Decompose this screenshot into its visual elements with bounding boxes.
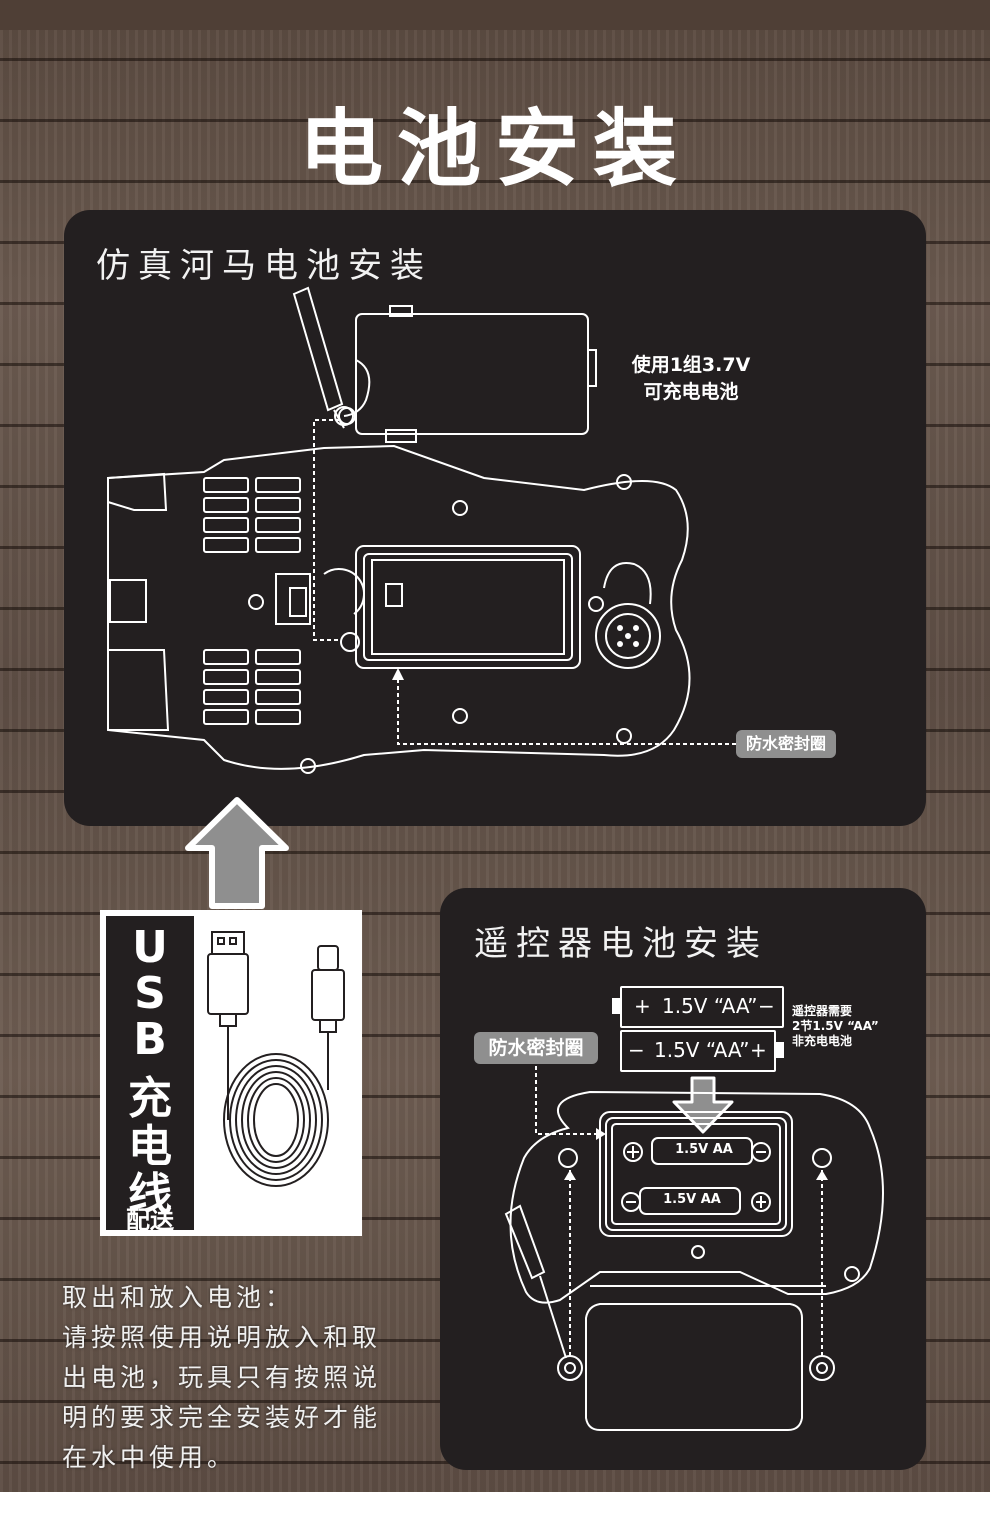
battery-2-terminal [776, 1042, 784, 1058]
usb-cable-box: U S B 充 电 线 配送 [100, 910, 362, 1236]
remote-note-line3: 非充电电池 [792, 1034, 853, 1048]
remote-seal-tag: 防水密封圈 [474, 1032, 598, 1064]
hippo-diagram [107, 286, 736, 774]
remote-panel-title: 遥控器电池安装 [474, 924, 768, 964]
instruction-line: 请按照使用说明放入和取 [62, 1323, 382, 1352]
seal-tag: 防水密封圈 [736, 730, 836, 758]
aa-battery-2: − 1.5V “AA” + [620, 1030, 784, 1072]
battery-note: 使用1组3.7V 可充电电池 [616, 352, 766, 406]
remote-note-line1: 遥控器需要 [792, 1004, 853, 1018]
aa-battery-1: + 1.5V “AA” − [612, 986, 784, 1028]
battery-1-terminal [612, 998, 620, 1014]
hippo-body-outline [107, 406, 691, 774]
instruction-line: 出电池，玩具只有按照说 [62, 1363, 382, 1392]
usb-char-dian: 电 [128, 1121, 172, 1172]
cell-1-label: 1.5V AA [675, 1142, 733, 1157]
remote-note-line2: 2节1.5V “AA” [792, 1019, 879, 1033]
usb-label-column: U S B 充 电 线 配送 [106, 916, 194, 1234]
usb-char-chong: 充 [128, 1073, 172, 1124]
hippo-battery-panel: 仿真河马电池安装 使用1组3.7V 可充电电池 防水密封圈 [64, 210, 926, 826]
usb-sub-label: 配送 [126, 1206, 174, 1234]
battery-1-plus: + [634, 994, 651, 1018]
battery-instructions: 取出和放入电池： 请按照使用说明放入和取 出电池，玩具只有按照说 明的要求完全安… [62, 1278, 422, 1478]
instruction-line: 在水中使用。 [62, 1443, 237, 1472]
battery-pack-drawing [343, 305, 597, 443]
battery-2-label: 1.5V “AA” [654, 1038, 750, 1062]
arrow-up-icon [185, 797, 289, 909]
usb-letter-u: U [132, 922, 168, 973]
usb-char-xian: 线 [128, 1169, 172, 1220]
battery-2-minus: − [628, 1038, 645, 1062]
hippo-panel-title: 仿真河马电池安装 [96, 246, 432, 286]
usb-letter-s: S [134, 968, 166, 1019]
battery-1-label: 1.5V “AA” [662, 994, 758, 1018]
page-title: 电池安装 [298, 100, 691, 198]
instruction-line: 取出和放入电池： [62, 1283, 295, 1312]
remote-screwdriver-icon [504, 1204, 567, 1359]
top-bar [0, 0, 990, 30]
usb-cable-icon [207, 931, 345, 1187]
remote-diagram [504, 1066, 884, 1431]
battery-note-line2: 可充电电池 [643, 381, 739, 403]
usb-letter-b: B [133, 1014, 167, 1065]
battery-note-line1: 使用1组3.7V [631, 354, 751, 376]
bottom-strip [0, 1492, 990, 1533]
cell-2-label: 1.5V AA [663, 1192, 721, 1207]
remote-battery-note: 遥控器需要 2节1.5V “AA” 非充电电池 [792, 1004, 879, 1049]
battery-1-minus: − [758, 994, 775, 1018]
battery-2-plus: + [750, 1038, 767, 1062]
instruction-line: 明的要求完全安装好才能 [62, 1403, 382, 1432]
remote-battery-panel: 遥控器电池安装 防水密封圈 + 1.5V “AA” − − 1.5V “AA” … [440, 888, 926, 1470]
